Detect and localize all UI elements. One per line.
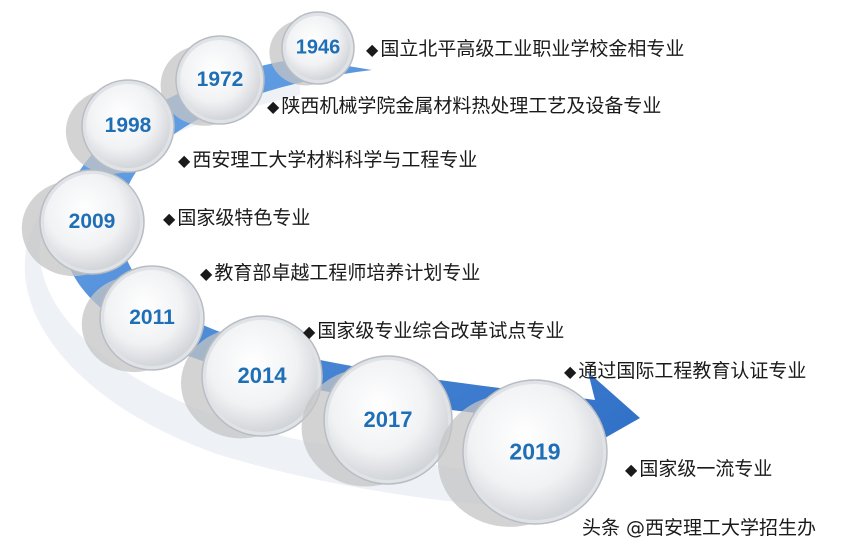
milestone-text-2009: ◆国家级特色专业 bbox=[163, 207, 310, 230]
diamond-bullet-icon: ◆ bbox=[625, 460, 638, 479]
milestone-text: 国家级一流专业 bbox=[639, 458, 773, 480]
year-circles bbox=[21, 11, 608, 527]
year-label-2019: 2019 bbox=[509, 438, 561, 465]
year-label-2009: 2009 bbox=[68, 210, 116, 233]
diamond-bullet-icon: ◆ bbox=[200, 264, 213, 283]
arrow-shadow-band bbox=[24, 80, 560, 510]
year-circle bbox=[86, 84, 170, 168]
milestone-text: 陕西机械学院金属材料热处理工艺及设备专业 bbox=[281, 95, 662, 117]
diamond-bullet-icon: ◆ bbox=[303, 322, 316, 341]
milestone-text: 西安理工大学材料科学与工程专业 bbox=[192, 149, 478, 171]
year-circle bbox=[206, 320, 318, 432]
milestone-text-2014: ◆国家级专业综合改革试点专业 bbox=[303, 320, 564, 343]
year-label-2014: 2014 bbox=[237, 363, 287, 388]
year-circle bbox=[44, 174, 140, 270]
diamond-bullet-icon: ◆ bbox=[564, 362, 577, 381]
diamond-bullet-icon: ◆ bbox=[178, 151, 191, 170]
milestone-text-2017: ◆通过国际工程教育认证专业 bbox=[564, 360, 806, 383]
milestone-text: 教育部卓越工程师培养计划专业 bbox=[214, 262, 481, 284]
milestone-text-1998: ◆西安理工大学材料科学与工程专业 bbox=[178, 149, 477, 172]
year-circle bbox=[328, 360, 448, 480]
watermark: 头条 @西安理工大学招生办 bbox=[582, 517, 817, 539]
diamond-bullet-icon: ◆ bbox=[366, 40, 379, 59]
year-circle bbox=[467, 384, 603, 520]
milestone-text: 国家级特色专业 bbox=[177, 207, 311, 229]
year-circle bbox=[286, 16, 350, 80]
milestone-text-1946: ◆国立北平高级工业职业学校金相专业 bbox=[366, 38, 684, 61]
milestone-text-1972: ◆陕西机械学院金属材料热处理工艺及设备专业 bbox=[267, 95, 661, 118]
year-label-2011: 2011 bbox=[129, 306, 175, 329]
year-label-1946: 1946 bbox=[295, 36, 341, 59]
milestone-text: 通过国际工程教育认证专业 bbox=[578, 360, 807, 382]
milestone-text-2011: ◆教育部卓越工程师培养计划专业 bbox=[200, 262, 480, 285]
year-label-1998: 1998 bbox=[104, 114, 152, 137]
year-label-2017: 2017 bbox=[363, 407, 413, 432]
diamond-bullet-icon: ◆ bbox=[163, 209, 176, 228]
year-label-1972: 1972 bbox=[196, 68, 244, 91]
diamond-bullet-icon: ◆ bbox=[267, 97, 280, 116]
year-circle bbox=[104, 270, 200, 366]
milestone-text: 国家级专业综合改革试点专业 bbox=[317, 320, 565, 342]
year-circle bbox=[180, 40, 260, 120]
milestone-text: 国立北平高级工业职业学校金相专业 bbox=[380, 38, 685, 60]
milestone-text-2019: ◆国家级一流专业 bbox=[625, 458, 772, 481]
